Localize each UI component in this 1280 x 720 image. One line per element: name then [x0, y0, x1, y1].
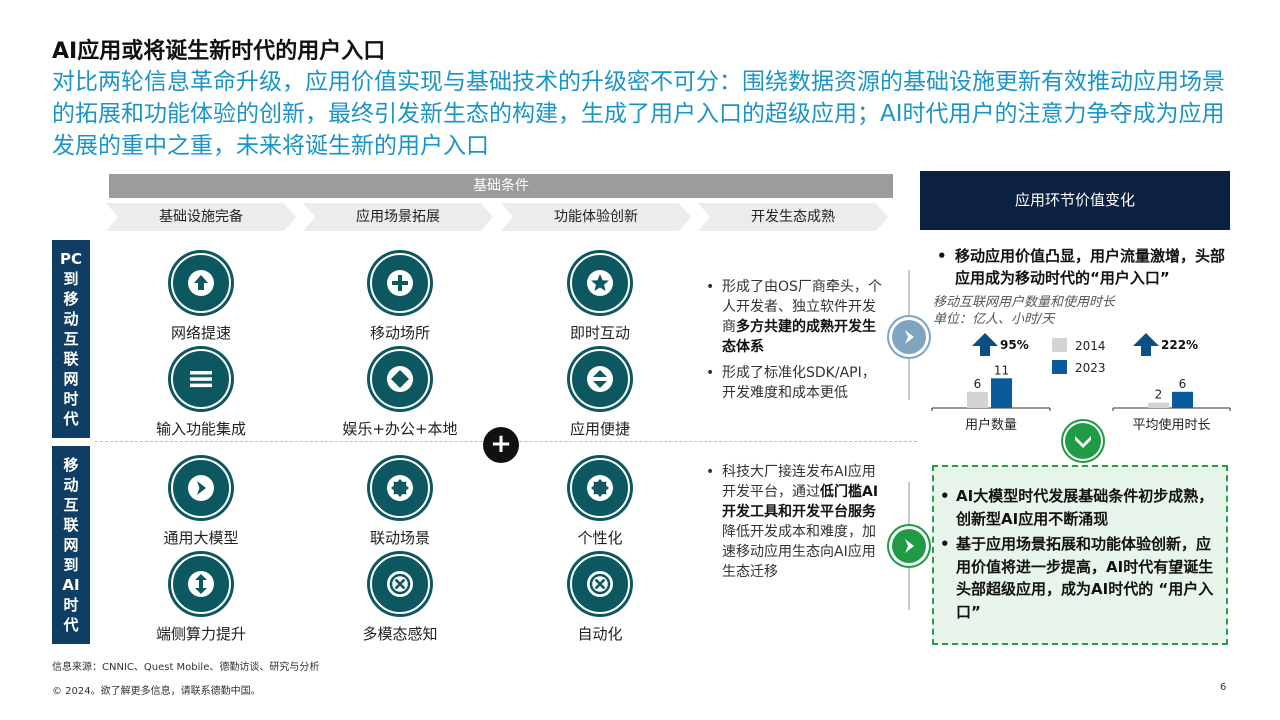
plus-icon: +	[483, 427, 519, 463]
list-item: • 科技大厂接连发布AI应用开发平台，通过低门槛AI开发工具和开发平台服务降低开…	[706, 464, 879, 580]
feature-general-llm: 通用大模型	[131, 458, 271, 548]
feature-linked-scenarios: 联动场景	[330, 458, 470, 548]
bar-chart: 6 11 用户数量 95% 2 6 平均使用时长 222% 2014 2023	[931, 333, 1231, 433]
bar-2023-0	[991, 378, 1012, 408]
category-label: 用户数量	[965, 417, 1017, 433]
badge-icon	[570, 458, 630, 518]
up-down-icon	[570, 349, 630, 409]
data-label: 6	[1179, 377, 1187, 391]
legend-swatch	[1052, 338, 1067, 352]
data-label: 2	[1155, 388, 1163, 402]
list-item: • 形成了标准化SDK/API，开发难度和成本更低	[706, 365, 876, 401]
feature-personalization: 个性化	[530, 458, 670, 548]
x-circle-icon	[370, 554, 430, 614]
up-down-arrow-icon	[171, 554, 231, 614]
list-item: •AI大模型时代发展基础条件初步成熟，创新型AI应用不断涌现	[940, 487, 1214, 528]
growth-label: 95%	[1000, 338, 1029, 352]
category-label: 平均使用时长	[1132, 417, 1210, 433]
page-number: 6	[1220, 682, 1227, 693]
chevron-right-icon	[892, 529, 926, 563]
growth-label: 222%	[1161, 338, 1198, 352]
legend-swatch	[1052, 360, 1067, 374]
growth-arrow-icon	[972, 333, 998, 356]
list-item: • 形成了由OS厂商牵头，个人开发者、独立软件开发商多方共建的成熟开发生态体系	[706, 279, 882, 355]
legend-label: 2014	[1075, 339, 1106, 353]
chevron-right-icon	[892, 320, 926, 354]
feature-mobile-location: 移动场所	[330, 253, 470, 343]
chart-caption: 移动互联网用户数量和使用时长 单位：亿人、小时/天	[933, 295, 1116, 327]
data-label: 11	[994, 363, 1009, 377]
conditions-header: 基础条件	[109, 174, 893, 198]
growth-arrow-icon	[1133, 333, 1159, 356]
conclusion-box: •AI大模型时代发展基础条件初步成熟，创新型AI应用不断涌现 •基于应用场景拓展…	[932, 465, 1228, 645]
source-note: 信息来源：CNNIC、Quest Mobile、德勤访谈、研究与分析	[52, 662, 320, 673]
value-bullet: • 移动应用价值凸显，用户流量激增，头部应用成为移动时代的“用户入口”	[937, 247, 1226, 287]
page-subtitle: 对比两轮信息革命升级，应用价值实现与基础技术的升级密不可分：围绕数据资源的基础设…	[52, 69, 1225, 159]
feature-input-integration: 输入功能集成	[131, 349, 271, 439]
feature-entertainment-office-local: 娱乐+办公+本地	[330, 349, 470, 439]
value-change-header: 应用环节价值变化	[920, 171, 1230, 230]
plus-icon	[370, 253, 430, 313]
feature-multimodal: 多模态感知	[330, 554, 470, 644]
diamond-icon	[370, 349, 430, 409]
feature-app-convenience: 应用便捷	[530, 349, 670, 439]
badge-icon	[370, 458, 430, 518]
step-infrastructure: 基础设施完备	[106, 203, 296, 231]
step-scenario: 应用场景拓展	[303, 203, 493, 231]
arrow-up-icon	[171, 253, 231, 313]
chevron-right-icon	[171, 458, 231, 518]
bar-2023-1	[1172, 391, 1193, 408]
page-title: AI应用或将诞生新时代的用户入口	[52, 39, 386, 64]
step-ecosystem: 开发生态成熟	[698, 203, 888, 231]
feature-network-speed: 网络提速	[131, 253, 271, 343]
data-label: 6	[974, 377, 982, 391]
feature-edge-compute: 端侧算力提升	[131, 554, 271, 644]
chevron-down-icon	[1065, 423, 1101, 459]
bar-2014-1	[1148, 402, 1169, 408]
menu-icon	[171, 349, 231, 409]
ecosystem-bullets-pc: • 形成了由OS厂商牵头，个人开发者、独立软件开发商多方共建的成熟开发生态体系 …	[706, 277, 888, 403]
copyright: © 2024。欲了解更多信息，请联系德勤中国。	[52, 686, 261, 697]
list-item: •基于应用场景拓展和功能体验创新，应用价值将进一步提高，AI时代有望诞生头部超级…	[940, 535, 1214, 621]
legend-label: 2023	[1075, 361, 1106, 375]
step-experience: 功能体验创新	[501, 203, 691, 231]
star-icon	[570, 253, 630, 313]
ecosystem-bullets-ai: • 科技大厂接连发布AI应用开发平台，通过低门槛AI开发工具和开发平台服务降低开…	[706, 462, 888, 582]
feature-automation: 自动化	[530, 554, 670, 644]
x-circle-icon	[570, 554, 630, 614]
bar-2014-0	[967, 391, 988, 408]
feature-instant-interaction: 即时互动	[530, 253, 670, 343]
